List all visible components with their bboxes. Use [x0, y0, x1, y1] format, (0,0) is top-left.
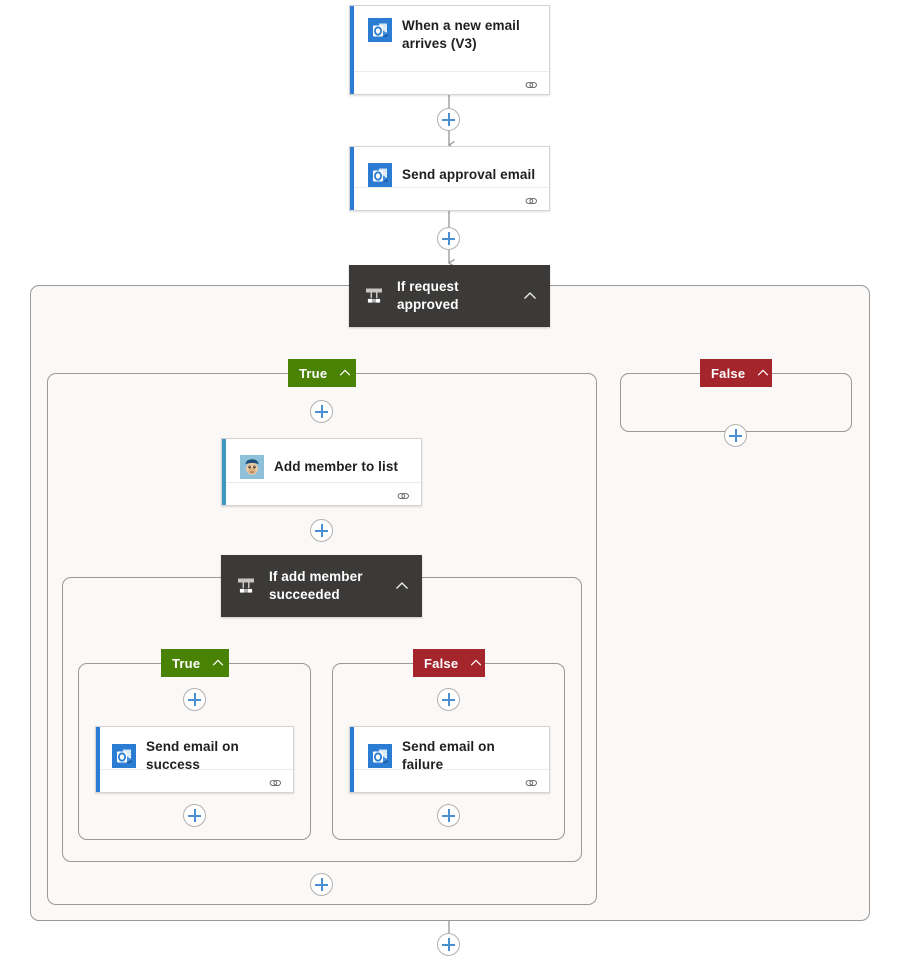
condition-title: If add member succeeded: [269, 569, 363, 602]
card-header: Send email on success: [96, 727, 293, 785]
chevron-up-icon[interactable]: [522, 288, 538, 304]
card-footer: [354, 71, 549, 94]
card-title: Send approval email: [402, 167, 536, 182]
branch-label: True: [172, 655, 201, 671]
add-button-inner-true-last[interactable]: [183, 804, 206, 827]
chevron-up-icon[interactable]: [469, 656, 483, 670]
chevron-up-icon[interactable]: [756, 366, 770, 380]
card-accent-bar: [222, 439, 226, 505]
action-card-trigger[interactable]: When a new email arrives (V3): [349, 5, 550, 95]
chevron-up-icon[interactable]: [394, 578, 410, 594]
card-footer: [354, 187, 549, 210]
branch-label: False: [424, 655, 459, 671]
condition-header-if-request-approved[interactable]: If request approved: [349, 265, 550, 327]
branch-badge-outer-false[interactable]: False: [700, 359, 772, 387]
link-icon[interactable]: [524, 776, 538, 787]
chevron-up-icon[interactable]: [338, 366, 352, 380]
action-card-send-approval-email[interactable]: Send approval email: [349, 146, 550, 211]
card-accent-bar: [350, 727, 354, 792]
card-accent-bar: [350, 147, 354, 210]
mailchimp-icon: [240, 455, 264, 479]
card-title: When a new email arrives (V3): [402, 18, 520, 51]
action-card-send-email-on-success[interactable]: Send email on success: [95, 726, 294, 793]
link-icon[interactable]: [524, 78, 538, 89]
add-button-after-send-approval[interactable]: [437, 227, 460, 250]
card-header: Send approval email: [350, 147, 549, 203]
card-footer: [226, 482, 421, 505]
card-title: Send email on failure: [402, 739, 495, 772]
branch-badge-inner-true[interactable]: True: [161, 649, 229, 677]
card-footer: [100, 769, 293, 792]
add-button-after-trigger[interactable]: [437, 108, 460, 131]
chevron-up-icon[interactable]: [211, 656, 225, 670]
branch-label: True: [299, 365, 328, 381]
action-card-send-email-on-failure[interactable]: Send email on failure: [349, 726, 550, 793]
link-icon[interactable]: [524, 194, 538, 205]
outlook-icon: [368, 163, 392, 187]
add-button-outer-true-first[interactable]: [310, 400, 333, 423]
card-accent-bar: [350, 6, 354, 94]
card-accent-bar: [96, 727, 100, 792]
outlook-icon: [368, 18, 392, 42]
outlook-icon: [368, 744, 392, 768]
condition-header-if-add-member-succeeded[interactable]: If add member succeeded: [221, 555, 422, 617]
link-icon[interactable]: [268, 776, 282, 787]
condition-icon: [235, 575, 257, 597]
add-button-inner-false-first[interactable]: [437, 688, 460, 711]
card-title: Add member to list: [274, 459, 399, 474]
add-button-after-add-member[interactable]: [310, 519, 333, 542]
card-header: Send email on failure: [350, 727, 549, 785]
condition-icon: [363, 285, 385, 307]
card-footer: [354, 769, 549, 792]
add-button-inner-true-first[interactable]: [183, 688, 206, 711]
branch-badge-outer-true[interactable]: True: [288, 359, 356, 387]
card-header: Add member to list: [222, 439, 421, 495]
add-button-outer-false-branch[interactable]: [724, 424, 747, 447]
action-card-add-member-to-list[interactable]: Add member to list: [221, 438, 422, 506]
condition-title: If request approved: [397, 279, 459, 312]
add-button-outer-true-last[interactable]: [310, 873, 333, 896]
branch-label: False: [711, 365, 746, 381]
outlook-icon: [112, 744, 136, 768]
add-button-after-condition[interactable]: [437, 933, 460, 956]
card-title: Send email on success: [146, 739, 239, 772]
branch-badge-inner-false[interactable]: False: [413, 649, 485, 677]
add-button-inner-false-last[interactable]: [437, 804, 460, 827]
link-icon[interactable]: [396, 489, 410, 500]
card-header: When a new email arrives (V3): [350, 6, 549, 64]
